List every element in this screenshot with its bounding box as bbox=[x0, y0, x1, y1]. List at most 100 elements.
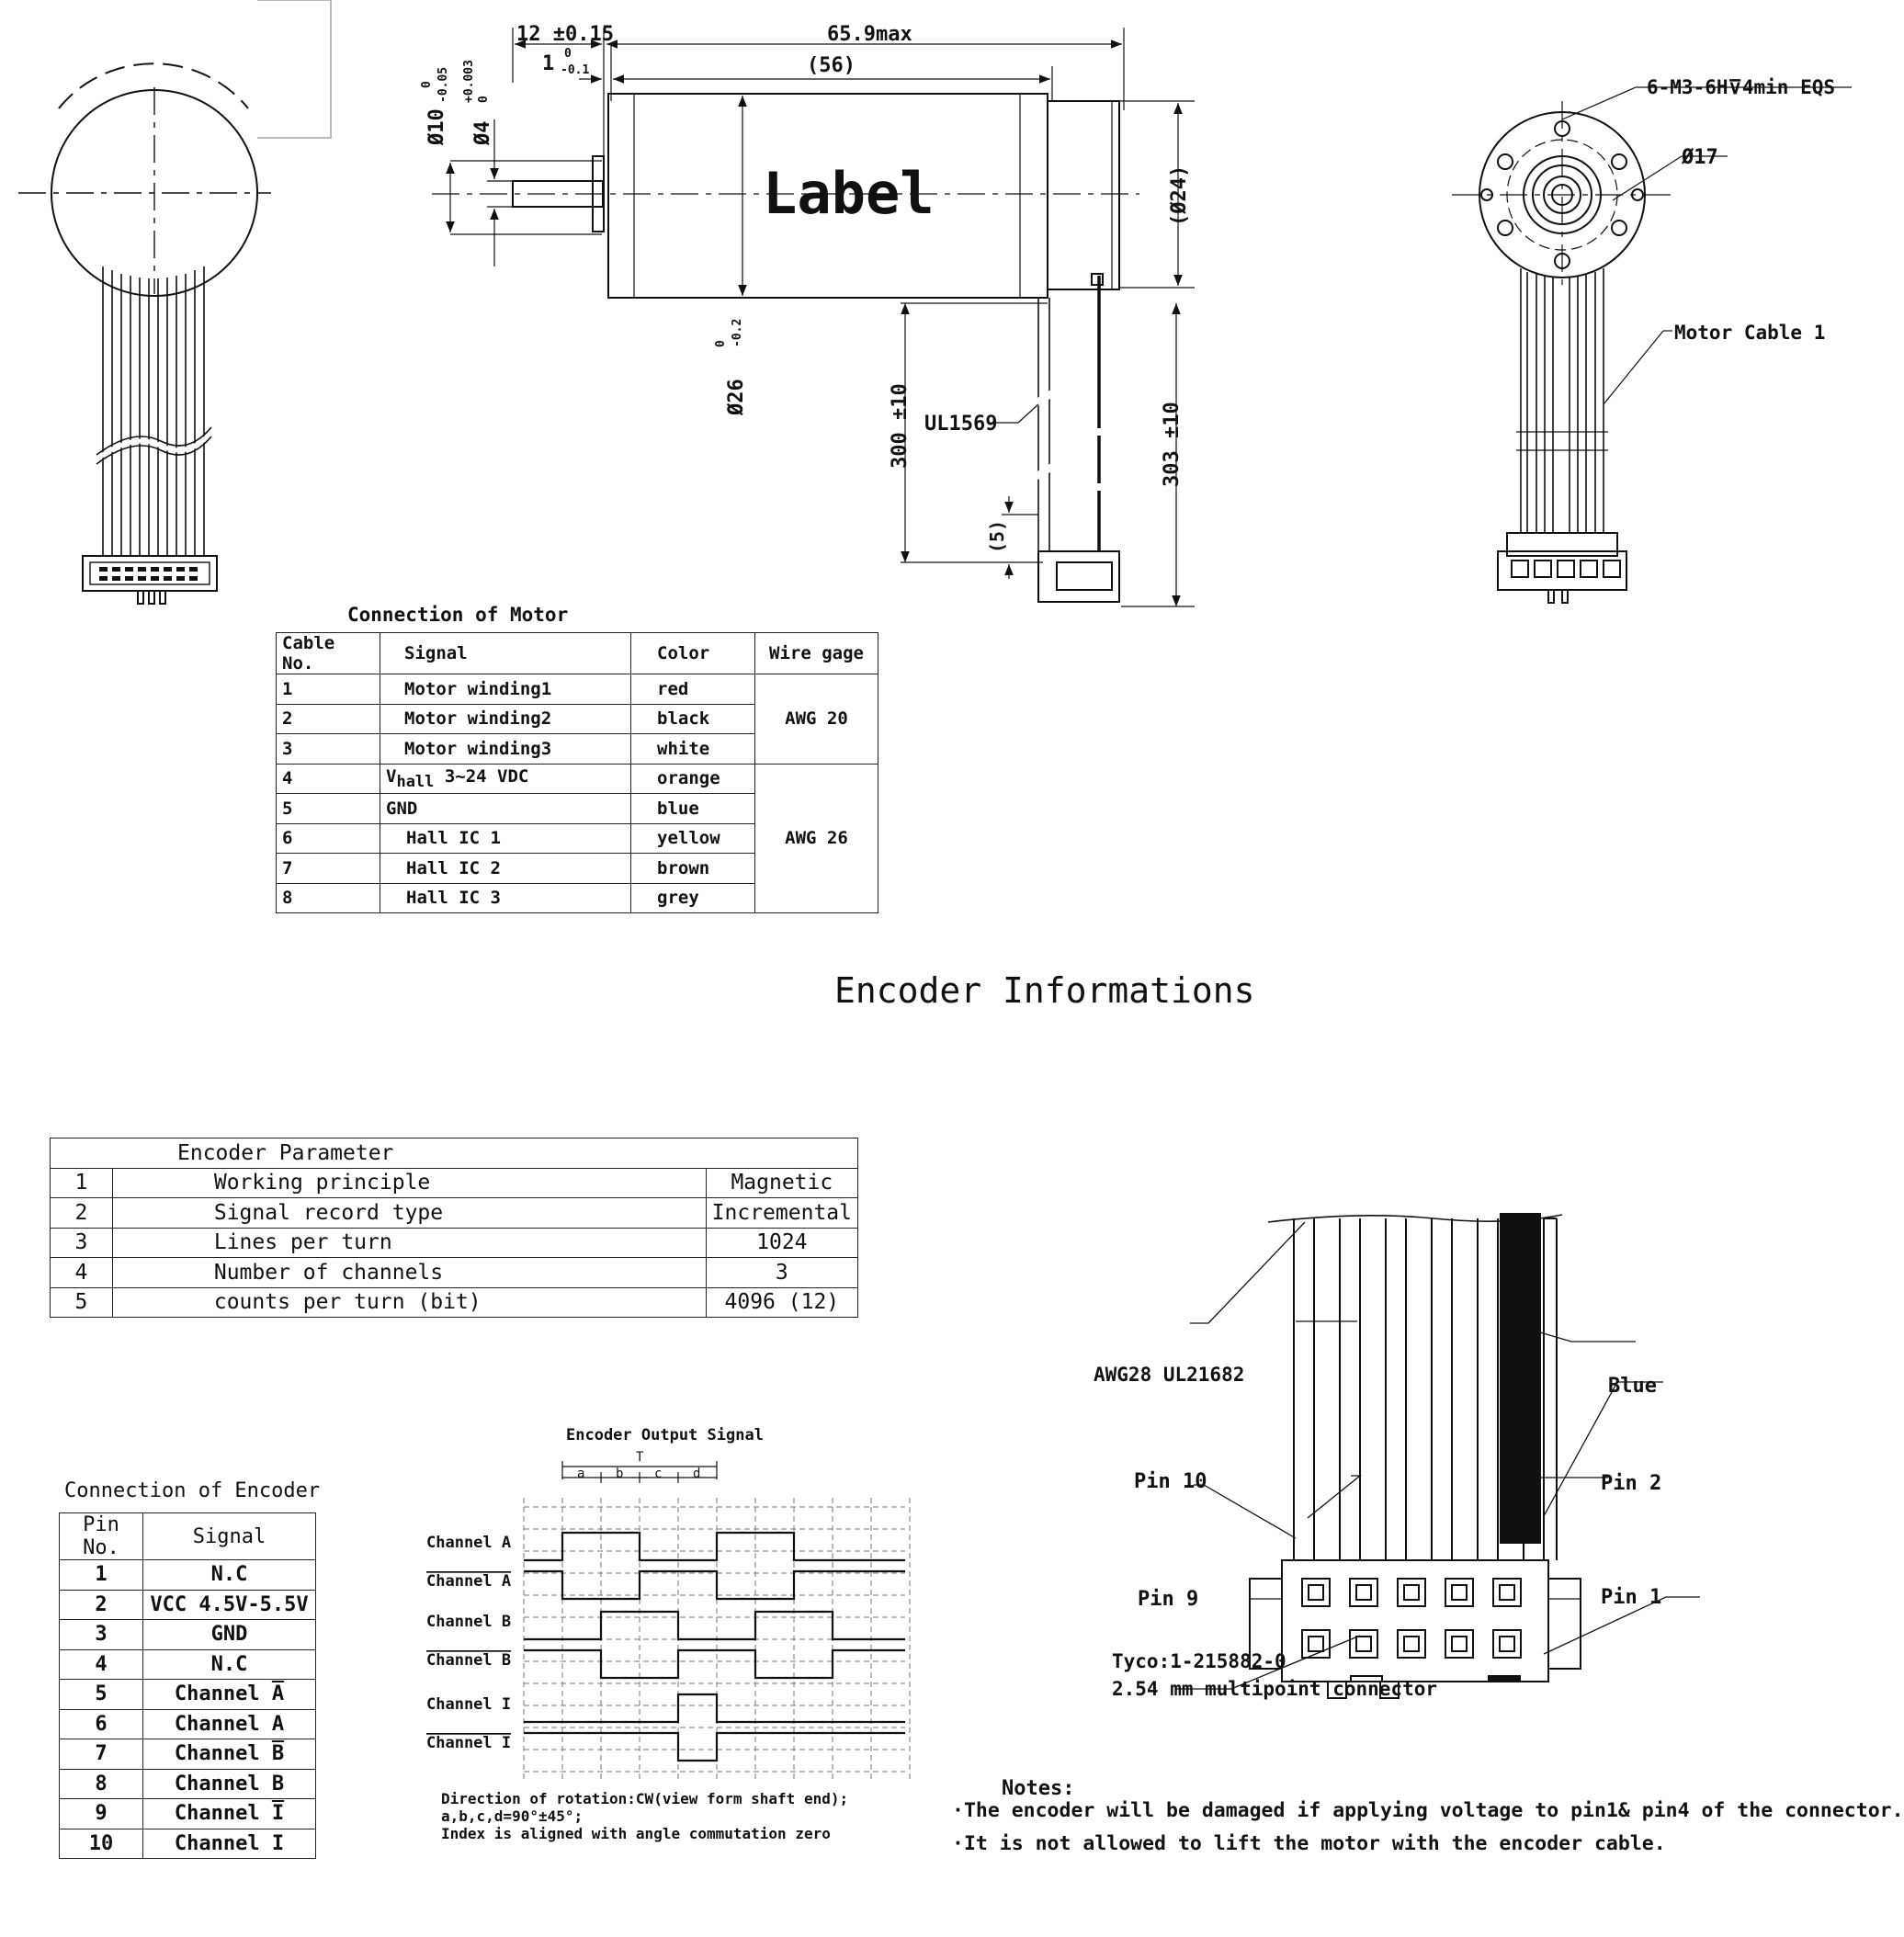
connector-pins bbox=[1301, 1578, 1522, 1659]
cell-no: 3 bbox=[59, 1619, 143, 1650]
cell-signal: Channel I bbox=[142, 1828, 316, 1859]
cell-signal: Channel I bbox=[142, 1798, 316, 1829]
vhall-sub: hall bbox=[396, 772, 435, 791]
connector-pin-inner bbox=[1308, 1636, 1324, 1652]
cell-no: 7 bbox=[59, 1739, 143, 1770]
note-item-2: ·It is not allowed to lift the motor wit… bbox=[952, 1832, 1666, 1855]
connector-pin-inner bbox=[1499, 1584, 1515, 1601]
cell-signal: N.C bbox=[142, 1559, 316, 1591]
cell-gage-b: AWG 26 bbox=[754, 763, 878, 913]
cell-no: 8 bbox=[276, 882, 380, 913]
cell-signal: Channel B bbox=[142, 1739, 316, 1770]
blue-wire-label: Blue bbox=[1608, 1375, 1657, 1398]
table-row: 3 Lines per turn 1024 bbox=[50, 1227, 859, 1258]
cell-signal: Vhall 3~24 VDC bbox=[380, 763, 631, 794]
connector-pin bbox=[1397, 1578, 1426, 1607]
cell-value: Magnetic bbox=[705, 1167, 859, 1198]
signal-bar: A bbox=[271, 1682, 285, 1706]
connector-pin-inner bbox=[1451, 1636, 1468, 1652]
cell-color: grey bbox=[630, 882, 755, 913]
signal-diagram-title: Encoder Output Signal bbox=[566, 1426, 764, 1444]
thread-spec: 6-M3-6H⊽4min EQS bbox=[1647, 76, 1835, 98]
cell-no: 8 bbox=[59, 1768, 143, 1799]
channel-a-bar-label: Channel A bbox=[426, 1572, 511, 1591]
connector-pin bbox=[1301, 1629, 1331, 1659]
table-row: 4 Number of channels 3 bbox=[50, 1257, 859, 1288]
table-row: 7 Hall IC 2 brown bbox=[276, 853, 878, 884]
cell-color: orange bbox=[630, 763, 755, 794]
dim-cable-end: (5) bbox=[986, 520, 1008, 553]
table-row: 3 Motor winding3 white bbox=[276, 733, 878, 765]
cell-no: 4 bbox=[59, 1648, 143, 1680]
waveform-4 bbox=[524, 1648, 905, 1680]
header-signal: Signal bbox=[142, 1512, 316, 1560]
cell-signal: Channel A bbox=[142, 1679, 316, 1710]
signal-prefix: Channel bbox=[174, 1742, 272, 1766]
cell-no: 4 bbox=[276, 763, 380, 794]
dim-flange-tol-lower: -0.1 bbox=[561, 63, 589, 77]
connector-pin bbox=[1397, 1629, 1426, 1659]
encoder-param-title: Encoder Parameter bbox=[50, 1138, 858, 1169]
cell-color: yellow bbox=[630, 822, 755, 854]
connector-pin-inner bbox=[1499, 1636, 1515, 1652]
cell-color: brown bbox=[630, 853, 755, 884]
dim-shaft-d1-tol-upper: 0 bbox=[420, 81, 434, 88]
dim-shaft-d2-tol-lower: 0 bbox=[477, 96, 491, 103]
cell-no: 5 bbox=[59, 1679, 143, 1710]
connector-pin bbox=[1492, 1629, 1522, 1659]
cell-signal: Hall IC 2 bbox=[380, 853, 631, 884]
waveform-5 bbox=[524, 1693, 905, 1724]
dim-shaft-d1-tol-lower: -0.05 bbox=[436, 67, 450, 103]
table-row: 8 Hall IC 3 grey bbox=[276, 882, 878, 913]
phase-a: a bbox=[577, 1467, 584, 1481]
cell-signal: GND bbox=[380, 793, 631, 824]
cell-color: blue bbox=[630, 793, 755, 824]
signal-bar: B bbox=[271, 1742, 285, 1766]
pin10-label: Pin 10 bbox=[1134, 1470, 1207, 1493]
cell-color: white bbox=[630, 733, 755, 765]
cell-no: 1 bbox=[50, 1167, 113, 1198]
channel-i-bar-label: Channel I bbox=[426, 1734, 511, 1752]
connector-pin-inner bbox=[1403, 1584, 1420, 1601]
connector-pin-inner bbox=[1355, 1584, 1372, 1601]
cable-type: UL1569 bbox=[924, 413, 997, 436]
cell-name: counts per turn (bit) bbox=[111, 1286, 707, 1318]
dim-total-len: 65.9max bbox=[827, 23, 912, 46]
table-row: 1 Working principle Magnetic bbox=[50, 1167, 859, 1198]
table-row: 1 Motor winding1 red AWG 20 bbox=[276, 674, 878, 765]
table-header-row: Pin No. Signal bbox=[59, 1512, 316, 1560]
channel-a-label: Channel A bbox=[426, 1534, 511, 1552]
signal-waveforms bbox=[524, 1531, 905, 1762]
diagram-note-1: Direction of rotation:CW(view form shaft… bbox=[441, 1790, 848, 1807]
connector-pin-inner bbox=[1308, 1584, 1324, 1601]
header-signal: Signal bbox=[380, 632, 631, 674]
table-header-row: Cable No. Signal Color Wire gage bbox=[276, 632, 878, 674]
dim-shaft-d2-tol-upper: +0.003 bbox=[462, 60, 476, 103]
cell-color: black bbox=[630, 703, 755, 734]
cell-color: red bbox=[630, 674, 755, 705]
dim-flange-tol-upper: 0 bbox=[564, 47, 572, 61]
connector-pin bbox=[1301, 1578, 1331, 1607]
cell-signal: Hall IC 1 bbox=[380, 822, 631, 854]
connector-pin-inner bbox=[1355, 1636, 1372, 1652]
dim-shaft-d2: Ø4 bbox=[471, 121, 494, 147]
motor-connection-table: Cable No. Signal Color Wire gage 1 Motor… bbox=[276, 632, 878, 913]
diagram-note-3: Index is aligned with angle commutation … bbox=[441, 1825, 831, 1842]
phase-c: c bbox=[654, 1467, 662, 1481]
waveform-1 bbox=[524, 1531, 905, 1562]
cell-no: 3 bbox=[50, 1227, 113, 1258]
connector-pin bbox=[1349, 1629, 1378, 1659]
channel-b-label: Channel B bbox=[426, 1613, 511, 1631]
connector-desc-label: 2.54 mm multipoint connector bbox=[1112, 1678, 1438, 1700]
dim-cable-a: 300 ±10 bbox=[889, 383, 912, 469]
cell-no: 1 bbox=[276, 674, 380, 705]
diagram-note-2: a,b,c,d=90°±45°; bbox=[441, 1807, 583, 1825]
dim-shaft-len: 12 ±0.15 bbox=[516, 23, 614, 46]
signal-prefix: Channel bbox=[174, 1682, 272, 1706]
